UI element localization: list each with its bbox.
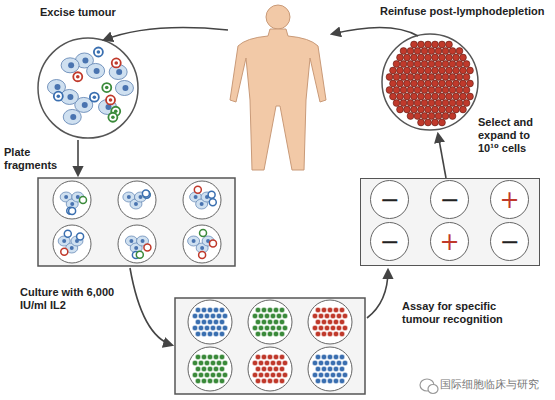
plate-box (38, 178, 235, 266)
culture-wells (188, 300, 352, 391)
patient-figure (230, 5, 326, 170)
step-label: Culture with 6,000 IU/ml IL2 (20, 286, 120, 312)
flow-arrows (78, 27, 446, 345)
assay-result: − (370, 228, 410, 256)
assay-result: − (490, 228, 530, 256)
watermark-icon (420, 379, 438, 394)
assay-result: − (370, 186, 410, 214)
step-label: Reinfuse post-lymphodepletion (380, 5, 544, 18)
step-label: Plate fragments (4, 146, 66, 172)
tumour-cells (47, 47, 133, 124)
expanded-circle (382, 34, 478, 130)
step-label: Excise tumour (40, 6, 116, 19)
culture-box (175, 298, 365, 394)
plate-wells (53, 181, 221, 263)
step-label: Assay for specific tumour recognition (402, 300, 527, 326)
assay-result: + (430, 228, 470, 256)
assay-result: − (430, 186, 470, 214)
step-label: Select and expand to 10¹⁰ cells (478, 116, 552, 156)
tumour-circle (38, 38, 138, 138)
assay-plate: −−+−+− (360, 178, 540, 266)
expanded-cells (386, 41, 473, 126)
watermark: 国际细胞临床与研究 (440, 378, 539, 391)
assay-result: + (490, 186, 530, 214)
